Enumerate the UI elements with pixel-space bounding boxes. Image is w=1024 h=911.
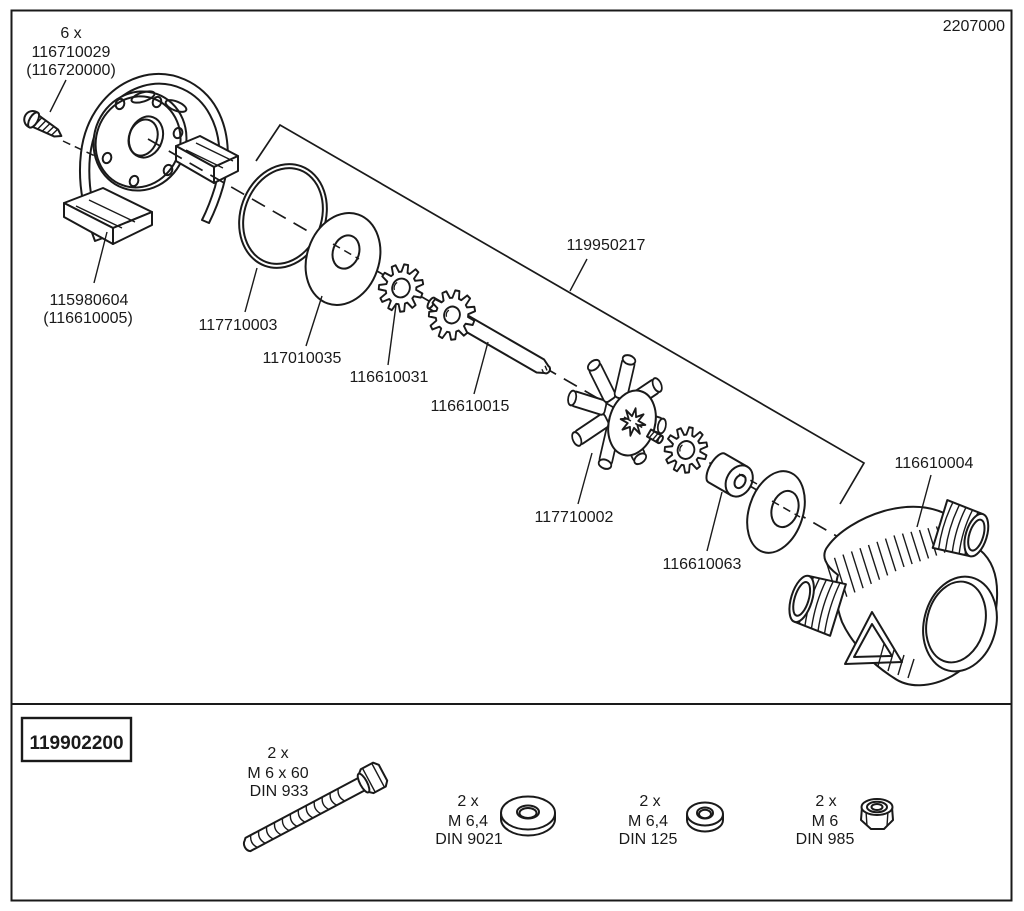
flange-alt-label: (116610005): [43, 310, 133, 327]
lock-nut-drawing: [860, 798, 894, 830]
impeller-drawing: [567, 354, 667, 470]
bushing-part-label: 116610063: [663, 556, 742, 573]
nut-size-label: M 6: [812, 813, 839, 830]
shaft-gear-drawing: [427, 289, 477, 341]
service-kit-label: 119950217: [567, 237, 646, 254]
nut-din-label: DIN 985: [796, 831, 855, 848]
pump-housing-drawing: [788, 499, 999, 687]
housing-washer-drawing: [746, 470, 806, 554]
washer-small-qty-label: 2 x: [639, 793, 660, 810]
flange-slot: [164, 99, 188, 113]
oring-part-label: 117710003: [199, 317, 278, 334]
center-axis-line: [147, 138, 959, 607]
washer-large-qty-label: 2 x: [457, 793, 478, 810]
screw-alt-label: (116720000): [26, 62, 116, 79]
washer-large-din-label: DIN 9021: [435, 831, 503, 848]
wear-plate-part-label: 117010035: [263, 350, 342, 367]
impeller-part-label: 117710002: [535, 509, 614, 526]
washer-small-drawing: [686, 801, 724, 833]
shaft-part-label: 116610015: [431, 398, 510, 415]
flange-slot: [130, 90, 156, 104]
drawing-number: 2207000: [943, 18, 1005, 35]
housing-part-label: 116610004: [895, 455, 974, 472]
bushing-axis-dashes: [738, 473, 758, 485]
kit-number: 119902200: [29, 733, 123, 754]
bushing-drawing: [705, 452, 754, 498]
bolt-din-label: DIN 933: [250, 783, 309, 800]
page-border: [10, 9, 1013, 902]
kit-number-box: [20, 716, 133, 763]
service-kit-bracket: [255, 123, 866, 505]
flange-screw-holes: [101, 95, 184, 188]
screw-part-label: 116710029: [32, 44, 111, 61]
screw-drawing: [23, 110, 63, 138]
second-pinion-gear-drawing: [663, 426, 709, 474]
screw-pilot-dashes: [62, 140, 98, 158]
pinion-part-label: 116610031: [350, 369, 429, 386]
screw-qty-label: 6 x: [60, 25, 81, 42]
mounting-flange-drawing: [63, 72, 239, 245]
hex-bolt-drawing: [243, 761, 389, 853]
bolt-qty-label: 2 x: [267, 745, 288, 762]
bolt-size-label: M 6 x 60: [247, 765, 308, 782]
flange-part-label: 115980604: [50, 292, 129, 309]
washer-large-drawing: [500, 795, 556, 837]
wear-plate-drawing: [304, 212, 382, 306]
washer-small-size-label: M 6,4: [628, 813, 668, 830]
nut-qty-label: 2 x: [815, 793, 836, 810]
leader-lines: [49, 79, 932, 552]
washer-large-size-label: M 6,4: [448, 813, 488, 830]
washer-small-din-label: DIN 125: [619, 831, 678, 848]
pinion-gear-drawing: [377, 263, 425, 313]
